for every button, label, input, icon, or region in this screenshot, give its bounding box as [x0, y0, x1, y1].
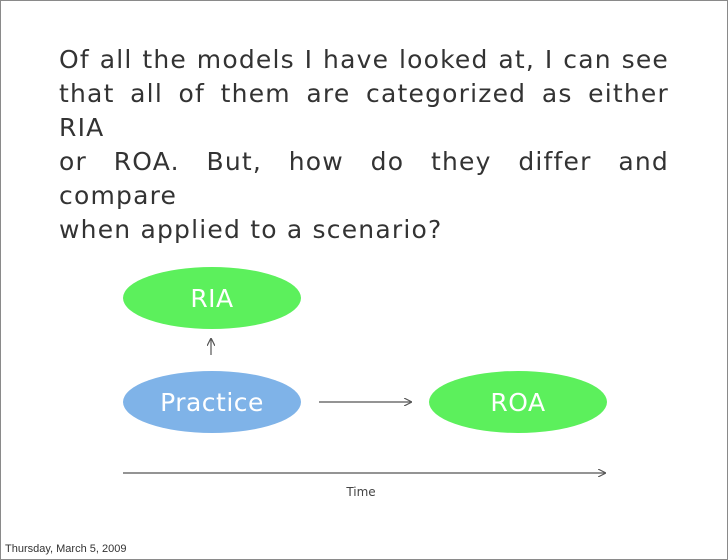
body-line-1: Of all the models I have looked at, I ca…	[59, 45, 669, 74]
node-roa-label: ROA	[490, 387, 546, 417]
body-line-2: that all of them are categorized as eith…	[59, 79, 669, 142]
footer-date: Thursday, March 5, 2009	[5, 543, 127, 555]
body-line-4: when applied to a scenario?	[59, 215, 443, 244]
node-roa: ROA	[429, 371, 607, 433]
node-ria-label: RIA	[190, 283, 234, 313]
node-practice: Practice	[123, 371, 301, 433]
node-practice-label: Practice	[160, 387, 264, 417]
node-ria: RIA	[123, 267, 301, 329]
body-line-3: or ROA. But, how do they differ and comp…	[59, 147, 669, 210]
time-axis-label: Time	[346, 485, 376, 499]
slide-body-text: Of all the models I have looked at, I ca…	[59, 43, 669, 247]
